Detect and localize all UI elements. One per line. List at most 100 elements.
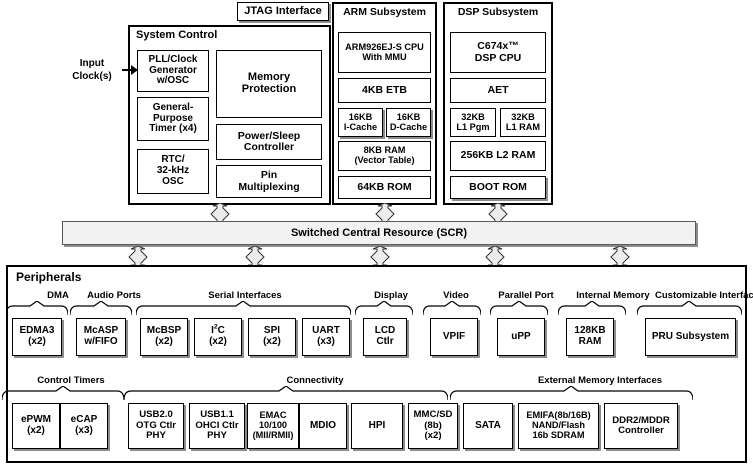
block-pll-clock-generator[interactable]: PLL/Clock Generator w/OSC xyxy=(137,50,209,92)
block-line: w/OSC xyxy=(156,75,190,87)
block-mcasp[interactable]: McASP w/FIFO xyxy=(76,318,126,356)
block-arm926ejs-cpu[interactable]: ARM926EJ-S CPU With MMU xyxy=(338,32,431,73)
block-line: DSP CPU xyxy=(474,51,522,64)
block-line: OSC xyxy=(162,175,184,187)
block-line: I2C xyxy=(211,323,225,337)
block-lcd-ctlr[interactable]: LCD Ctlr xyxy=(363,318,407,356)
block-line: Timer (x4) xyxy=(149,123,197,135)
block-line: Controller xyxy=(618,425,664,436)
block-line: PHY xyxy=(207,430,227,442)
connector-scr-to-peripherals-5 xyxy=(610,246,630,267)
block-line: 256KB L2 RAM xyxy=(460,149,536,162)
group-label-control-timers: Control Timers xyxy=(37,375,105,386)
block-line: ARM926EJ-S CPU xyxy=(345,41,424,52)
block-line: (x2) xyxy=(27,425,45,436)
block-line: 32KB xyxy=(511,111,535,122)
block-line: 16b SDRAM xyxy=(532,429,585,440)
block-line: (x2) xyxy=(263,336,281,347)
block-line: (x3) xyxy=(75,425,93,436)
block-jtag-interface[interactable]: JTAG Interface xyxy=(237,2,329,21)
block-label: JTAG Interface xyxy=(244,4,322,17)
block-line: Generator xyxy=(149,64,197,76)
block-rtc-32khz-osc[interactable]: RTC/ 32-kHz OSC xyxy=(137,149,209,194)
block-line: USB2.0 xyxy=(139,409,173,421)
block-ddr2-mddr-controller[interactable]: DDR2/MDDR Controller xyxy=(604,403,678,449)
block-emifa[interactable]: EMIFA(8b/16B) NAND/Flash 16b SDRAM xyxy=(518,403,599,449)
block-line: 32KB xyxy=(461,111,485,122)
block-sata[interactable]: SATA xyxy=(463,403,513,449)
block-emac[interactable]: EMAC 10/100 (MII/RMII) xyxy=(247,403,299,449)
block-line: NAND/Flash xyxy=(531,420,586,431)
block-line: 16KB xyxy=(348,111,373,122)
block-upp[interactable]: uPP xyxy=(497,318,545,356)
block-256kb-l2-ram[interactable]: 256KB L2 RAM xyxy=(450,141,546,171)
block-pin-multiplexing[interactable]: Pin Multiplexing xyxy=(216,165,322,198)
block-hpi[interactable]: HPI xyxy=(351,403,403,449)
connector-arm-to-scr xyxy=(375,203,395,224)
block-line: C674x™ xyxy=(477,40,519,53)
block-epwm[interactable]: ePWM (x2) xyxy=(12,403,60,449)
connector-dsp-to-scr xyxy=(488,203,508,224)
block-line: I-Cache xyxy=(343,121,378,132)
block-line: SATA xyxy=(475,419,501,431)
group-label-external-memory-interfaces: External Memory Interfaces xyxy=(537,375,663,386)
block-line: MMC/SD xyxy=(413,409,453,421)
block-16kb-dcache[interactable]: 16KB D-Cache xyxy=(386,108,431,137)
block-uart[interactable]: UART (x3) xyxy=(302,318,350,356)
group-arm-subsystem-title: ARM Subsystem xyxy=(343,6,426,18)
block-i2c[interactable]: I2C (x2) xyxy=(194,318,242,356)
block-32kb-l1-ram[interactable]: 32KB L1 RAM xyxy=(500,108,546,137)
block-c674x-dsp-cpu[interactable]: C674x™ DSP CPU xyxy=(450,32,546,73)
brace-external-memory-interfaces xyxy=(450,386,693,400)
input-clock-line2: Clock(s) xyxy=(72,70,112,82)
block-line: L1 RAM xyxy=(505,121,541,132)
block-ecap[interactable]: eCAP (x3) xyxy=(60,403,108,449)
block-16kb-icache[interactable]: 16KB I-Cache xyxy=(338,108,383,137)
block-4kb-etb[interactable]: 4KB ETB xyxy=(338,78,431,103)
block-line: McBSP xyxy=(146,325,182,337)
block-line: (8b) xyxy=(424,419,442,431)
block-mcbsp[interactable]: McBSP (x2) xyxy=(140,318,188,356)
block-boot-rom[interactable]: BOOT ROM xyxy=(450,176,546,199)
block-edma3[interactable]: EDMA3 (x2) xyxy=(12,318,62,356)
block-line: PLL/Clock xyxy=(148,53,198,65)
block-line: EMAC xyxy=(259,410,287,421)
block-line: 128KB xyxy=(574,325,606,337)
block-line: Power/Sleep xyxy=(237,129,301,142)
brace-serial-interfaces xyxy=(136,301,351,315)
block-mmc-sd[interactable]: MMC/SD (8b) (x2) xyxy=(408,403,458,449)
block-64kb-rom[interactable]: 64KB ROM xyxy=(338,176,431,199)
block-line: (x2) xyxy=(155,336,173,347)
block-aet[interactable]: AET xyxy=(450,78,546,103)
block-line: 64KB ROM xyxy=(357,180,412,193)
connector-scr-to-peripherals-4 xyxy=(485,246,505,267)
brace-video xyxy=(423,301,481,315)
block-line: (x2) xyxy=(424,430,442,442)
group-label-customizable-interface: Customizable Interface xyxy=(655,290,753,301)
block-mdio[interactable]: MDIO xyxy=(299,403,347,449)
block-line: LCD xyxy=(374,325,396,337)
block-vpif[interactable]: VPIF xyxy=(430,318,478,356)
block-general-purpose-timer[interactable]: General- Purpose Timer (x4) xyxy=(137,97,209,141)
block-memory-protection[interactable]: Memory Protection xyxy=(216,50,322,118)
block-usb20[interactable]: USB2.0 OTG Ctlr PHY xyxy=(128,403,184,449)
group-label-video: Video xyxy=(443,290,469,301)
block-switched-central-resource[interactable]: Switched Central Resource (SCR) xyxy=(62,221,696,245)
block-line: uPP xyxy=(511,330,531,342)
block-32kb-l1-pgm[interactable]: 32KB L1 Pgm xyxy=(450,108,496,137)
block-spi[interactable]: SPI (x2) xyxy=(248,318,296,356)
block-line: HPI xyxy=(368,419,386,431)
block-128kb-ram[interactable]: 128KB RAM xyxy=(566,318,614,356)
connector-scr-to-peripherals-3 xyxy=(370,246,390,267)
block-line: D-Cache xyxy=(389,121,428,132)
block-line: L1 Pgm xyxy=(456,121,490,132)
block-8kb-ram-vector-table[interactable]: 8KB RAM (Vector Table) xyxy=(338,141,431,171)
block-usb11[interactable]: USB1.1 OHCI Ctlr PHY xyxy=(189,403,245,449)
block-line: With MMU xyxy=(362,51,407,62)
block-pru-subsystem[interactable]: PRU Subsystem xyxy=(645,318,736,356)
block-power-sleep-controller[interactable]: Power/Sleep Controller xyxy=(216,124,322,160)
block-line: (x3) xyxy=(317,336,335,347)
block-line: (MII/RMII) xyxy=(252,429,294,440)
group-dsp-subsystem-title: DSP Subsystem xyxy=(457,6,539,18)
